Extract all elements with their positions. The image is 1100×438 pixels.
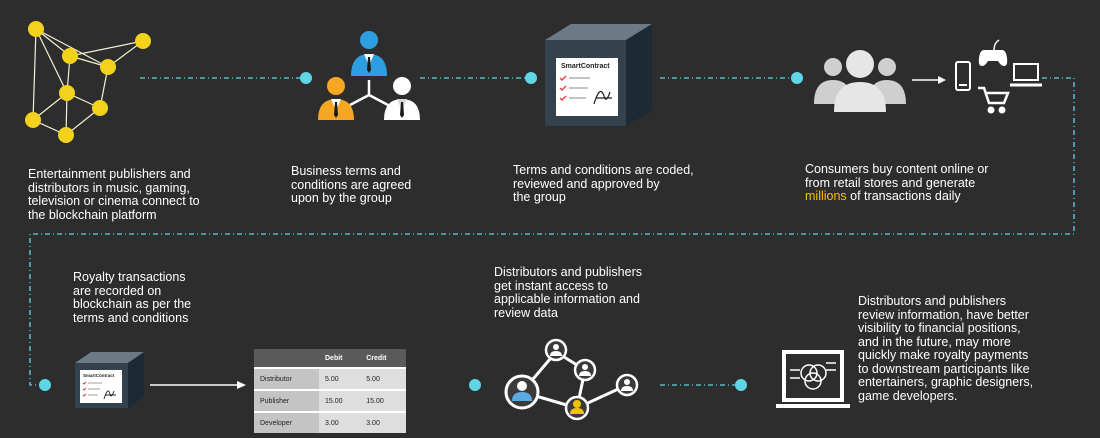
step-connect-text: Entertainment publishers and distributor… (28, 167, 200, 222)
table-header-row: Debit Credit (254, 349, 406, 368)
royalty-ledger-table: Debit Credit Distributor 5.00 5.00 Publi… (254, 349, 406, 433)
laptop-analytics-icon (776, 350, 850, 408)
table-cell: Publisher (254, 389, 319, 412)
contract-title: SmartContract (561, 63, 610, 70)
step-consumers-text: Consumers buy content online or from ret… (805, 162, 989, 204)
table-cell: Developer (254, 411, 319, 433)
consumers-icon (814, 50, 906, 112)
participant-network-icon (504, 338, 639, 421)
table-header (254, 349, 319, 368)
contract-title-small: SmartContract (83, 373, 115, 378)
table-cell: Distributor (254, 367, 319, 390)
table-header: Debit (319, 349, 361, 368)
table-cell: 3.00 (319, 411, 361, 433)
table-cell: 3.00 (360, 411, 406, 433)
step-access-text: Distributors and publishers get instant … (494, 265, 642, 320)
step-review-text: Distributors and publishers review infor… (858, 294, 1034, 403)
table-cell: 5.00 (360, 367, 406, 390)
devices-icon (955, 39, 1042, 114)
step-code-text: Terms and conditions are coded, reviewed… (513, 163, 694, 204)
step-record-text: Royalty transactions are recorded on blo… (73, 270, 192, 325)
smart-contract-cube-icon: SmartContract (545, 24, 652, 126)
table-cell: 15.00 (360, 389, 406, 412)
flow-connectors (29, 77, 1075, 386)
table-header: Credit (360, 349, 406, 368)
arrow-right-icon (150, 381, 246, 389)
table-cell: 15.00 (319, 389, 361, 412)
table-cell: 5.00 (319, 367, 361, 390)
network-icon (25, 21, 151, 143)
smart-contract-small-cube-icon: SmartContract (75, 352, 144, 408)
millions-highlight: millions (805, 189, 847, 203)
step-agree-text: Business terms and conditions are agreed… (291, 164, 412, 205)
table-row: Distributor 5.00 5.00 (254, 367, 406, 390)
consumers-text-end: of transactions daily (846, 189, 961, 203)
group-icon (318, 31, 420, 120)
table-row: Publisher 15.00 15.00 (254, 389, 406, 412)
table-row: Developer 3.00 3.00 (254, 411, 406, 433)
consumers-text-start: Consumers buy content online or from ret… (805, 162, 989, 190)
arrow-right-icon (912, 76, 946, 84)
connector-dots (39, 72, 803, 391)
